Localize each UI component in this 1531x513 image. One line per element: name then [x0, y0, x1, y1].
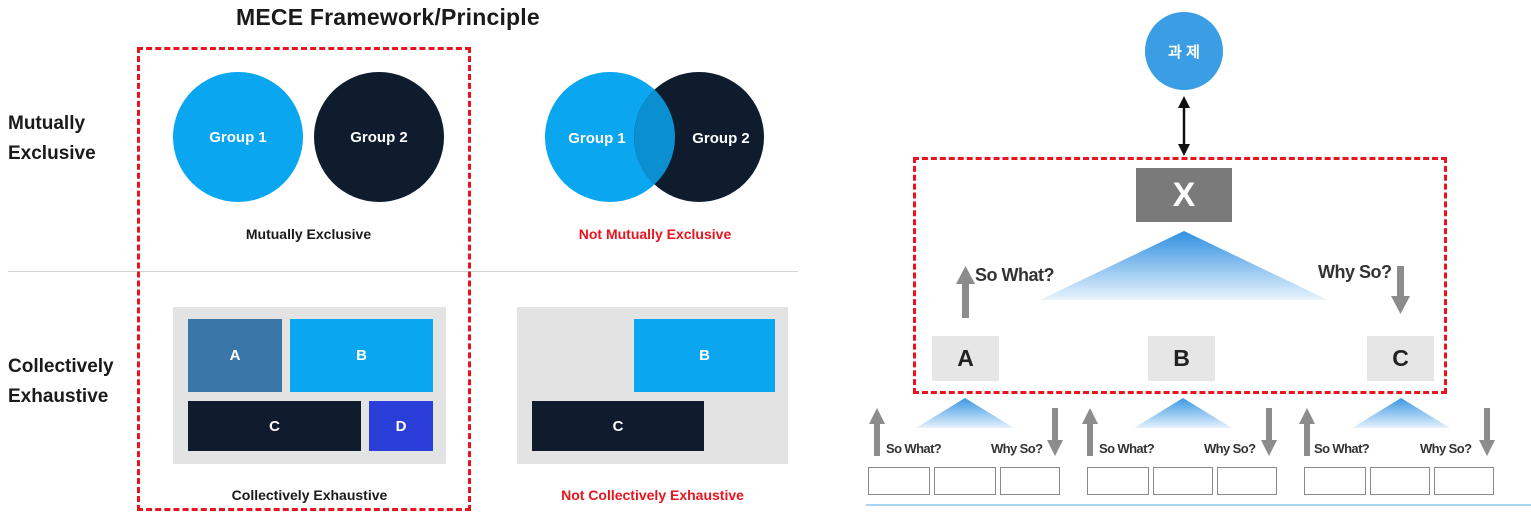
block-c: C [188, 401, 361, 451]
row-label-mutually-exclusive: Mutually Exclusive [8, 109, 96, 169]
why-so-label-a: Why So? [991, 441, 1043, 456]
lower-arrows [869, 408, 1495, 456]
group-2-circle-overlap [634, 72, 764, 202]
block-label: D [395, 417, 407, 435]
group-1-label: Group 1 [209, 128, 267, 146]
why-so-label-b: Why So? [1204, 441, 1256, 456]
row-divider [8, 271, 798, 272]
overlapping-circles [545, 72, 764, 202]
highlight-box-left [137, 47, 471, 511]
not-collectively-exhaustive-caption: Not Collectively Exhaustive [561, 487, 744, 503]
leaf-box [1304, 467, 1366, 495]
why-so-arrow-down [1391, 266, 1410, 314]
row-label-collectively-exhaustive: Collectively Exhaustive [8, 352, 114, 412]
group-1-overlap-label: Group 1 [568, 130, 626, 147]
row-label-line: Mutually [8, 113, 86, 134]
block-a: A [188, 319, 282, 392]
so-what-arrow-up [956, 266, 975, 318]
so-what-label-a: So What? [886, 441, 942, 456]
x-label: X [1172, 175, 1196, 214]
group-1-circle: Group 1 [173, 72, 303, 202]
leaf-box [1087, 467, 1149, 495]
topic-circle: 과 제 [1145, 12, 1223, 90]
block-d: D [369, 401, 433, 451]
box-c: C [1367, 336, 1434, 381]
block-label: C [612, 417, 624, 435]
box-b: B [1148, 336, 1215, 381]
small-triangle-b [1134, 398, 1232, 428]
so-what-label-b: So What? [1099, 441, 1155, 456]
block-label: B [356, 347, 367, 364]
block-c-incomplete: C [532, 401, 704, 451]
leaf-box [1000, 467, 1060, 495]
block-b: B [290, 319, 433, 392]
leaf-box [1217, 467, 1277, 495]
box-label: A [957, 345, 974, 371]
mutually-exclusive-caption: Mutually Exclusive [245, 226, 372, 242]
group-2-overlap-label: Group 2 [692, 130, 750, 147]
x-box: X [1136, 168, 1232, 222]
why-so-label: Why So? [1318, 262, 1392, 282]
topic-label: 과 제 [1168, 43, 1200, 61]
leaf-box [934, 467, 996, 495]
block-label: B [699, 347, 710, 364]
block-label: A [229, 347, 241, 364]
box-label: B [1173, 345, 1190, 371]
leaf-box [1153, 467, 1213, 495]
row-label-line: Exclusive [8, 143, 96, 164]
small-triangle-c [1352, 398, 1450, 428]
block-label: C [269, 417, 280, 435]
box-a: A [932, 336, 999, 381]
group-1-circle-overlap [545, 72, 675, 202]
so-what-label-c: So What? [1314, 441, 1370, 456]
not-mutually-exclusive-caption: Not Mutually Exclusive [578, 226, 732, 242]
so-what-label: So What? [975, 265, 1055, 285]
row-label-line: Collectively [8, 356, 114, 377]
leaf-box [868, 467, 930, 495]
highlight-box-right [913, 157, 1447, 394]
group-2-label: Group 2 [350, 128, 408, 146]
group-2-circle: Group 2 [314, 72, 444, 202]
mece-title: MECE Framework/Principle [236, 4, 540, 30]
block-b-incomplete: B [634, 319, 775, 392]
row-label-line: Exhaustive [8, 386, 109, 407]
leaf-box [1370, 467, 1430, 495]
collectively-exhaustive-caption: Collectively Exhaustive [231, 487, 388, 503]
leaf-box [1434, 467, 1494, 495]
big-triangle [1040, 231, 1328, 300]
double-arrow [1178, 96, 1190, 156]
box-label: C [1392, 345, 1409, 371]
small-triangle-a [916, 398, 1014, 428]
why-so-label-c: Why So? [1420, 441, 1472, 456]
